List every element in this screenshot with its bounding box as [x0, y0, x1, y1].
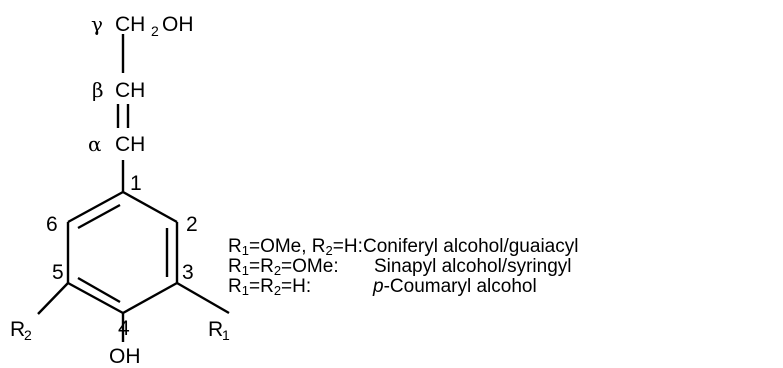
ring-bond-4-5-inner	[77, 276, 121, 304]
r2-label: R	[10, 318, 25, 341]
bond-c3-r1	[176, 281, 230, 315]
legend-condition: R1=R2=OMe:	[228, 256, 339, 278]
r1-subscript: 1	[222, 327, 230, 343]
legend-compound-name: p-Coumaryl alcohol	[373, 277, 537, 297]
r1-label: R	[228, 276, 242, 297]
compound-name-text: -Coumaryl alcohol	[383, 276, 537, 297]
r2-label: R	[260, 276, 274, 297]
r1-subscript: 1	[241, 263, 249, 278]
gamma-oh-label: OH	[162, 13, 194, 36]
hydroxyl-label: OH	[109, 345, 141, 368]
bond-c5-r2	[37, 282, 69, 315]
r2-value: =H:	[332, 236, 363, 257]
r1-subscript: 1	[241, 243, 249, 258]
legend-compound-name: Sinapyl alcohol/syringyl	[374, 256, 572, 277]
ring-position-5: 5	[52, 261, 64, 284]
r2-value: =H:	[281, 276, 312, 297]
ring-position-4: 4	[118, 317, 130, 340]
r1-value: =	[248, 256, 261, 277]
legend-compound-name: Coniferyl alcohol/guaiacyl	[363, 236, 579, 257]
r1-label: R	[228, 256, 242, 277]
gamma-ch-label: CH	[115, 13, 145, 36]
alpha-ch-label: CH	[115, 133, 145, 156]
ring-bond-3-4	[122, 281, 178, 315]
r1-label: R	[208, 318, 223, 341]
r1-subscript: 1	[241, 283, 249, 298]
alpha-symbol: α	[88, 132, 102, 156]
beta-ch-label: CH	[115, 79, 145, 102]
ring-bond-6-1	[67, 190, 124, 224]
ring-bond-1-2	[122, 190, 178, 224]
chemical-bonds	[37, 34, 230, 342]
r1-value: =OMe,	[248, 236, 312, 257]
beta-symbol: β	[92, 78, 104, 102]
r2-subscript: 2	[273, 263, 282, 278]
gamma-subscript: 2	[151, 23, 159, 39]
ring-position-6: 6	[46, 213, 58, 236]
r2-label: R	[311, 236, 326, 257]
r1-label: R	[228, 236, 242, 257]
ring-position-1: 1	[130, 172, 142, 195]
r1-value: =	[248, 276, 261, 297]
italic-prefix: p	[373, 276, 384, 297]
ring-position-2: 2	[186, 213, 198, 236]
ring-position-3: 3	[182, 261, 194, 284]
ring-bond-4-5	[67, 281, 124, 315]
ring-bond-6-1-inner	[77, 203, 121, 230]
r2-subscript: 2	[24, 327, 32, 343]
r2-subscript: 2	[325, 243, 333, 258]
legend-condition: R1=OMe, R2=H:	[228, 236, 363, 258]
legend-condition: R1=R2=H:	[228, 276, 312, 298]
r2-subscript: 2	[273, 283, 282, 298]
r2-value: =OMe:	[281, 256, 339, 277]
gamma-symbol: γ	[91, 12, 103, 36]
r2-label: R	[260, 256, 274, 277]
